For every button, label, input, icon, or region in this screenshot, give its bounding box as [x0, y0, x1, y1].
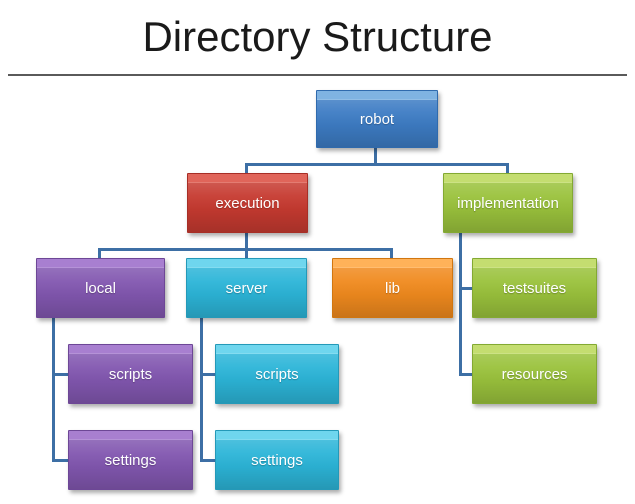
- node-label: testsuites: [502, 279, 567, 297]
- edge-execution-drop: [245, 233, 248, 251]
- node-label: robot: [359, 110, 395, 128]
- node-server[interactable]: server: [186, 258, 307, 318]
- edge-robot-drop: [374, 148, 377, 166]
- edge-implementation-to-resources: [459, 373, 474, 376]
- edge-local-trunk: [52, 318, 55, 462]
- node-testsuites[interactable]: testsuites: [472, 258, 597, 318]
- node-server-scripts[interactable]: scripts: [215, 344, 339, 404]
- node-label: lib: [384, 279, 400, 297]
- node-server-settings[interactable]: settings: [215, 430, 339, 490]
- node-local-settings[interactable]: settings: [68, 430, 193, 490]
- node-implementation[interactable]: implementation: [443, 173, 573, 233]
- edge-robot-bus: [245, 163, 509, 166]
- edge-robot-to-implementation: [506, 163, 509, 175]
- node-resources[interactable]: resources: [472, 344, 597, 404]
- page-title: Directory Structure: [142, 13, 493, 60]
- node-local[interactable]: local: [36, 258, 165, 318]
- node-label: implementation: [457, 194, 559, 212]
- node-label: scripts: [108, 365, 153, 383]
- edge-robot-to-execution: [245, 163, 248, 175]
- edge-implementation-to-testsuites: [459, 287, 474, 290]
- edge-local-to-settings: [52, 459, 70, 462]
- title-divider: [8, 74, 627, 76]
- node-label: scripts: [255, 365, 299, 383]
- node-local-scripts[interactable]: scripts: [68, 344, 193, 404]
- node-robot[interactable]: robot: [316, 90, 438, 148]
- node-label: execution: [215, 194, 280, 212]
- node-label: settings: [104, 451, 157, 469]
- edge-implementation-trunk: [459, 233, 462, 376]
- node-label: settings: [251, 451, 303, 469]
- edge-server-to-settings: [200, 459, 217, 462]
- edge-server-trunk: [200, 318, 203, 462]
- node-label: server: [225, 279, 268, 297]
- edge-server-to-scripts: [200, 373, 217, 376]
- node-label: local: [85, 279, 116, 297]
- node-execution[interactable]: execution: [187, 173, 308, 233]
- edge-execution-to-local: [98, 248, 101, 260]
- edge-execution-to-lib: [390, 248, 393, 260]
- edge-local-to-scripts: [52, 373, 70, 376]
- node-lib[interactable]: lib: [332, 258, 453, 318]
- edge-execution-to-server: [245, 248, 248, 260]
- node-label: resources: [501, 365, 568, 383]
